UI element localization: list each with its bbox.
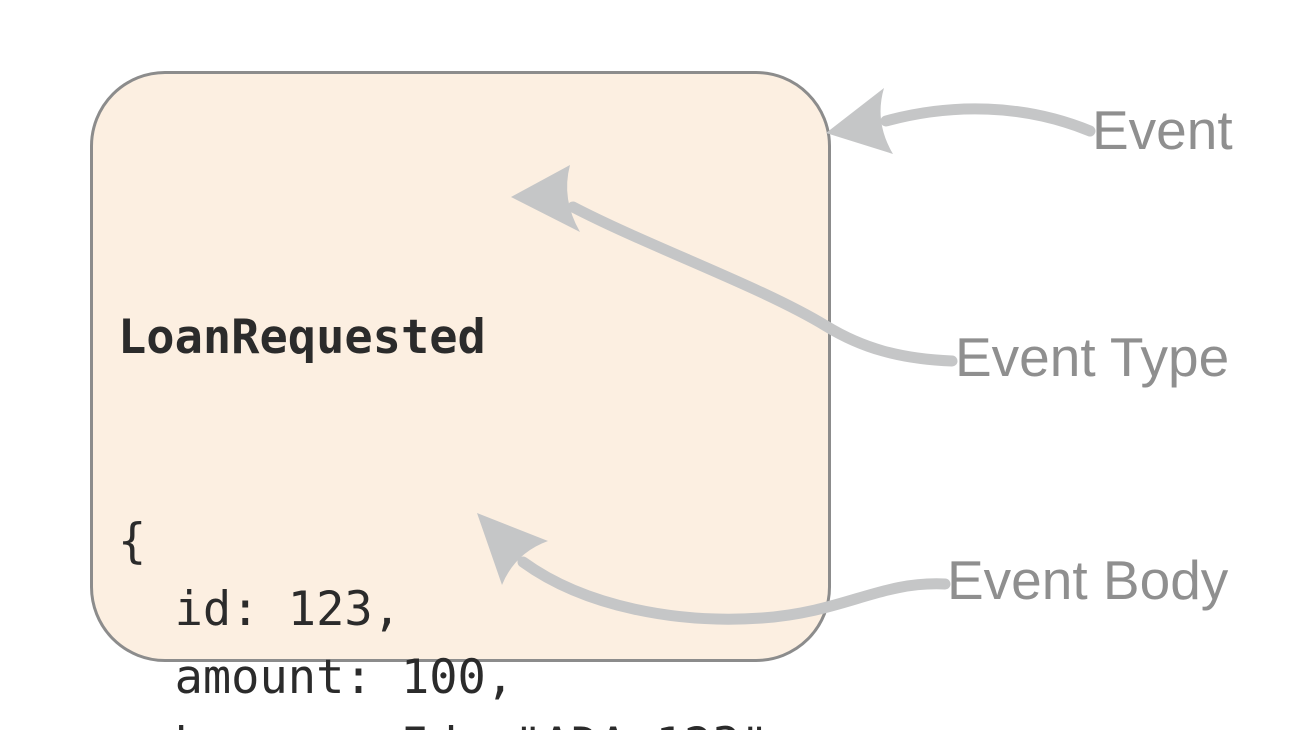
label-event-type: Event Type: [955, 326, 1230, 388]
label-event-body: Event Body: [947, 549, 1229, 611]
event-type-name: LoanRequested: [118, 310, 486, 365]
arrowhead-event-icon: [826, 88, 893, 154]
event-body-json: { id: 123, amount: 100, borrowerId: "ADA…: [118, 514, 769, 730]
event-code: LoanRequested { id: 123, amount: 100, bo…: [118, 168, 769, 730]
arrow-event: [826, 88, 1096, 154]
label-event: Event: [1092, 99, 1233, 161]
arrow-event-line: [880, 103, 1096, 137]
